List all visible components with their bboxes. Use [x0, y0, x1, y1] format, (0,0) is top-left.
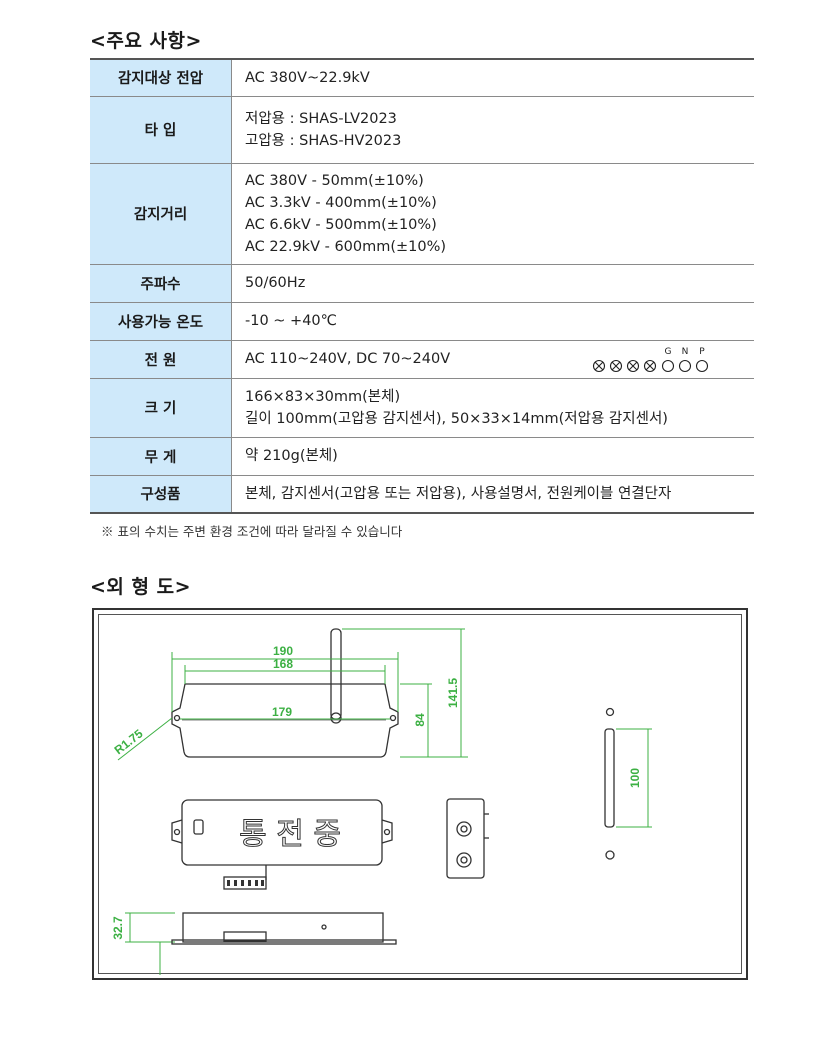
- antenna-drawing: [330, 628, 342, 724]
- row-value: 166×83×30mm(본체) 길이 100mm(고압용 감지센서), 50×3…: [231, 377, 754, 438]
- outline-drawing-frame: [92, 608, 748, 980]
- table-row: 감지거리 AC 380V - 50mm(±10%) AC 3.3kV - 400…: [90, 162, 754, 265]
- table-row: 무 게 약 210g(본체): [90, 436, 754, 476]
- row-value: AC 380V - 50mm(±10%) AC 3.3kV - 400mm(±1…: [231, 162, 754, 265]
- dim-r1-75: R1.75: [112, 726, 146, 757]
- dim-179: 179: [272, 705, 292, 719]
- row-label: 감지대상 전압: [90, 58, 232, 97]
- table-footnote: ※ 표의 수치는 주변 환경 조건에 따라 달라질 수 있습니다: [101, 524, 403, 539]
- table-row: 크 기 166×83×30mm(본체) 길이 100mm(고압용 감지센서), …: [90, 377, 754, 438]
- row-value: 본체, 감지센서(고압용 또는 저압용), 사용설명서, 전원케이블 연결단자: [231, 474, 754, 514]
- terminal-label-p: P: [699, 347, 705, 357]
- spec-table: 감지대상 전압 AC 380V~22.9kV 타 입 저압용 : SHAS-LV…: [90, 58, 754, 514]
- dim-84: 84: [413, 713, 427, 727]
- front-display-text: 통 전 중: [239, 817, 341, 852]
- row-label: 감지거리: [90, 162, 232, 265]
- spec-section-title: <주요 사항>: [90, 30, 202, 52]
- terminal-crossed-icon: [643, 359, 657, 373]
- table-row: 타 입 저압용 : SHAS-LV2023 고압용 : SHAS-HV2023: [90, 95, 754, 164]
- row-label: 구성품: [90, 474, 232, 514]
- terminal-label-g: G: [665, 347, 672, 357]
- sensor-antenna-drawing: [604, 707, 615, 860]
- dim-32-7: 32.7: [111, 916, 125, 940]
- front-view-body: [171, 799, 393, 890]
- terminal-connector-pins: [227, 880, 264, 886]
- row-value: AC 380V~22.9kV: [231, 58, 754, 97]
- row-label: 크 기: [90, 377, 232, 438]
- terminal-block-diagram: G N P: [592, 347, 709, 373]
- side-view-body: [446, 798, 489, 879]
- table-row: 구성품 본체, 감지센서(고압용 또는 저압용), 사용설명서, 전원케이블 연…: [90, 474, 754, 514]
- dimension-lines: [117, 628, 652, 975]
- bottom-view-body: [171, 912, 397, 945]
- row-label: 무 게: [90, 436, 232, 476]
- table-row: 감지대상 전압 AC 380V~22.9kV: [90, 58, 754, 97]
- dim-168: 168: [273, 657, 293, 671]
- row-label: 주파수: [90, 263, 232, 303]
- terminal-open-icon: [678, 359, 692, 373]
- dim-141-5: 141.5: [446, 678, 460, 708]
- terminal-crossed-icon: [609, 359, 623, 373]
- dim-100: 100: [628, 768, 642, 788]
- terminal-open-icon: [661, 359, 675, 373]
- top-view-body: [171, 683, 399, 758]
- terminal-crossed-icon: [626, 359, 640, 373]
- terminal-open-icon: [695, 359, 709, 373]
- terminal-label-n: N: [682, 347, 689, 357]
- terminal-crossed-icon: [592, 359, 606, 373]
- table-row: 사용가능 온도 -10 ~ +40℃: [90, 301, 754, 341]
- drawing-section-title: <외 형 도>: [90, 576, 192, 598]
- row-label: 전 원: [90, 339, 232, 379]
- table-row: 주파수 50/60Hz: [90, 263, 754, 303]
- dim-190: 190: [273, 644, 293, 658]
- row-label: 타 입: [90, 95, 232, 164]
- row-value: -10 ~ +40℃: [231, 301, 754, 341]
- row-value: 저압용 : SHAS-LV2023 고압용 : SHAS-HV2023: [231, 95, 754, 164]
